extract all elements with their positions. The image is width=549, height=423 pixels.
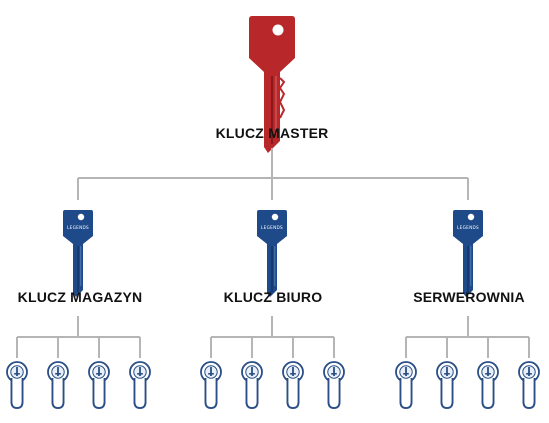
cylinder-lock-icon-1-1 — [241, 361, 263, 409]
group-key-icon-2 — [452, 209, 484, 298]
cylinder-lock-icon-2-0 — [395, 361, 417, 409]
cylinder-lock-icon-2-2 — [477, 361, 499, 409]
cylinder-lock-icon-0-1 — [47, 361, 69, 409]
group-label-serwerownia: SERWEROWNIA — [413, 289, 525, 305]
master-key-label: KLUCZ MASTER — [215, 125, 329, 141]
cylinder-lock-icon-1-3 — [323, 361, 345, 409]
cylinder-lock-icon-2-3 — [518, 361, 540, 409]
cylinder-lock-icon-1-0 — [200, 361, 222, 409]
group-key-icon-0 — [62, 209, 94, 298]
cylinder-lock-icon-0-0 — [6, 361, 28, 409]
cylinder-lock-icon-0-2 — [88, 361, 110, 409]
group-label-biuro: KLUCZ BIURO — [223, 289, 323, 305]
cylinder-lock-icon-2-1 — [436, 361, 458, 409]
group-key-icon-1 — [256, 209, 288, 298]
group-label-magazyn: KLUCZ MAGAZYN — [17, 289, 143, 305]
cylinder-lock-icon-1-2 — [282, 361, 304, 409]
cylinder-lock-icon-0-3 — [129, 361, 151, 409]
